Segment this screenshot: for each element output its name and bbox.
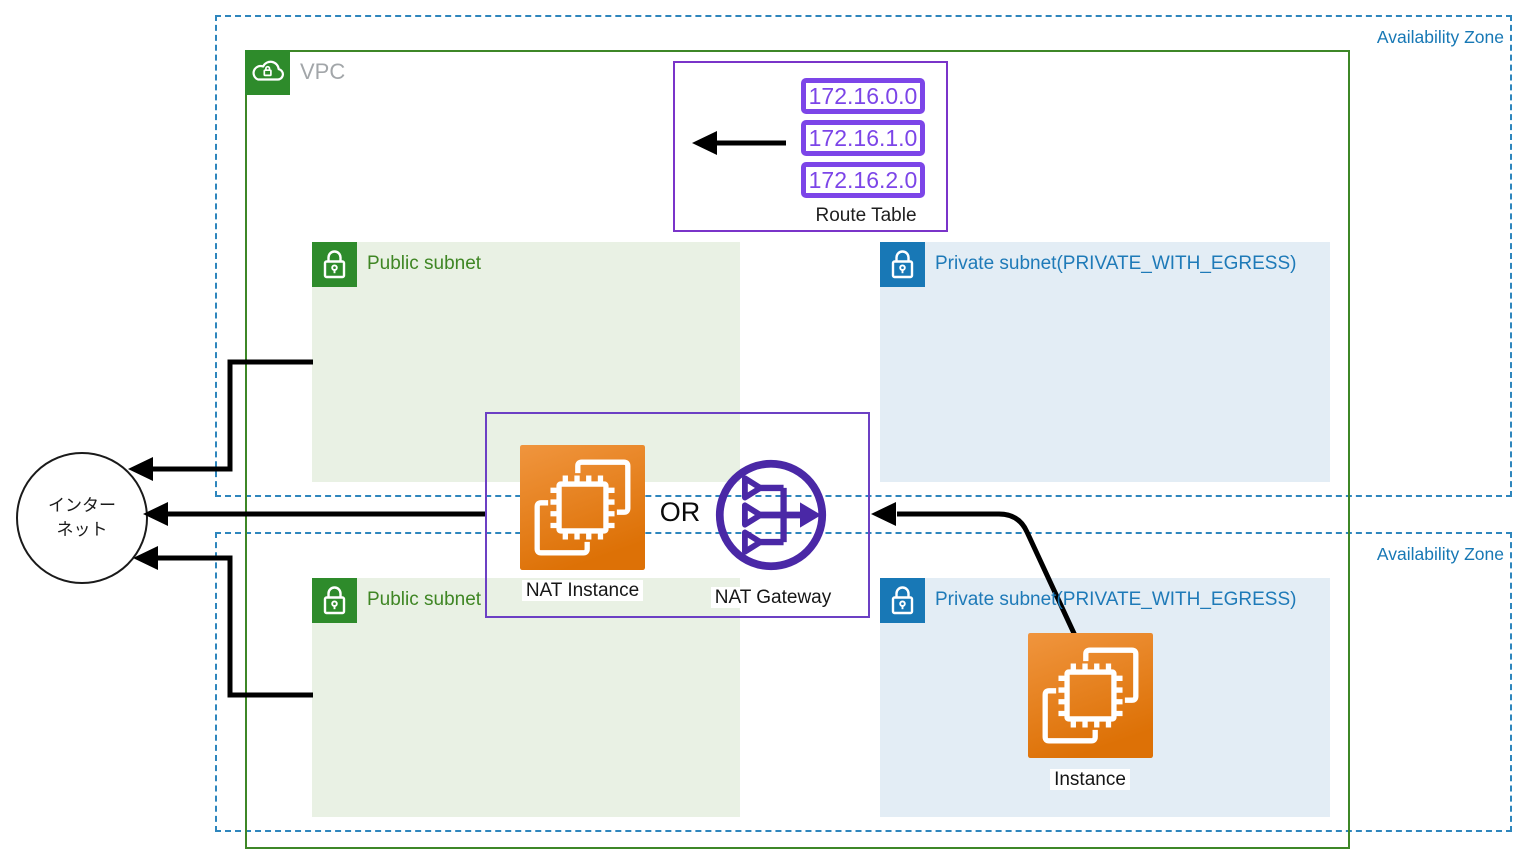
nat-gateway-icon — [713, 457, 829, 573]
availability-zone-1 — [215, 15, 1512, 497]
instance-icon — [1028, 633, 1153, 758]
private-subnet-1 — [880, 242, 1330, 482]
public-subnet-1-lock-icon — [312, 242, 357, 287]
internet-label-line2: ネット — [56, 520, 108, 539]
route-entry: 172.16.1.0 — [801, 120, 925, 156]
private-subnet-2-label: Private subnet(PRIVATE_WITH_EGRESS) — [935, 589, 1297, 610]
nat-option-box — [485, 412, 870, 618]
nat-instance-icon — [520, 445, 645, 570]
public-subnet-2-label: Public subnet — [367, 589, 482, 610]
nat-instance-label: NAT Instance — [505, 580, 660, 602]
public-subnet-1 — [312, 242, 740, 482]
availability-zone-1-label: Availability Zone — [1376, 27, 1504, 47]
private-subnet-1-label: Private subnet(PRIVATE_WITH_EGRESS) — [935, 253, 1297, 274]
private-subnet-1-lock-icon — [880, 242, 925, 287]
public-subnet-1-label: Public subnet — [367, 253, 482, 274]
instance-label: Instance — [1020, 769, 1160, 791]
internet-circle: インター ネット — [16, 452, 148, 584]
route-entry: 172.16.0.0 — [801, 78, 925, 114]
or-label: OR — [659, 497, 701, 527]
availability-zone-2-label: Availability Zone — [1376, 544, 1504, 564]
vpc-icon — [245, 50, 290, 95]
route-table-label: Route Table — [815, 205, 917, 226]
route-entry: 172.16.2.0 — [801, 162, 925, 198]
private-subnet-2-lock-icon — [880, 578, 925, 623]
nat-gateway-label: NAT Gateway — [693, 587, 853, 609]
vpc-label: VPC — [300, 59, 346, 84]
public-subnet-2-lock-icon — [312, 578, 357, 623]
internet-label-line1: インター — [48, 496, 116, 515]
